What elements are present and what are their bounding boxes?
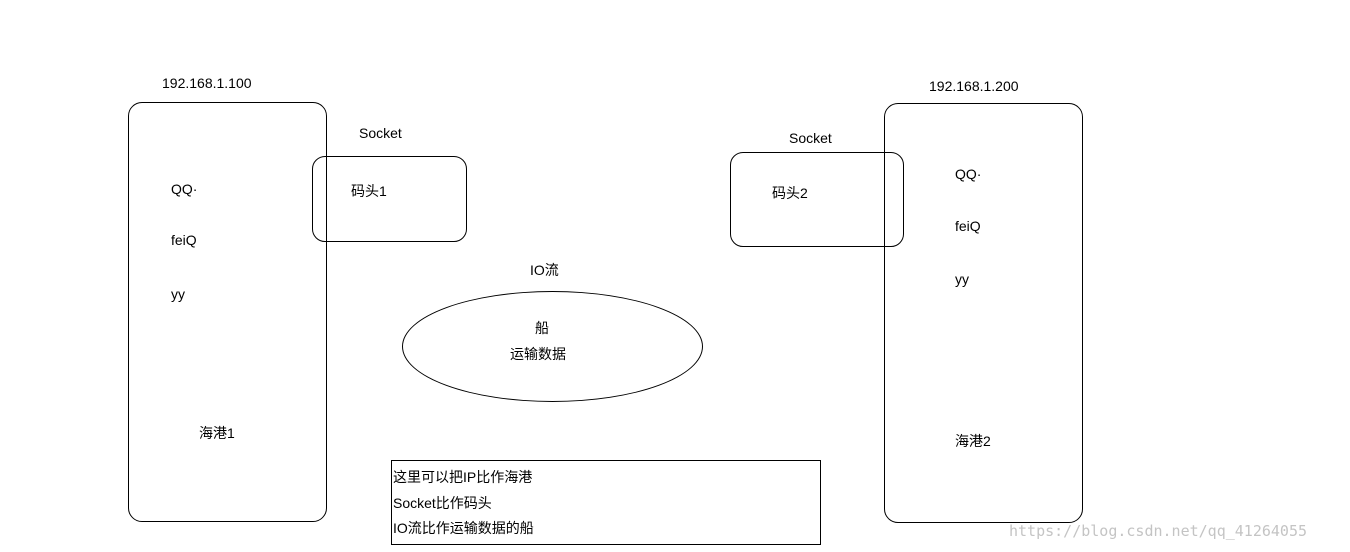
ship-label: 船: [535, 320, 549, 336]
right-port-box: [884, 103, 1083, 523]
right-app-yy: yy: [955, 271, 969, 287]
note-line-socket: Socket比作码头: [393, 495, 492, 511]
right-socket-label: Socket: [789, 130, 832, 146]
left-app-feiq: feiQ: [171, 232, 197, 248]
note-line-io: IO流比作运输数据的船: [393, 520, 534, 536]
io-stream-label: IO流: [530, 262, 559, 278]
ship-ellipse: [402, 291, 703, 402]
left-host-ip: 192.168.1.100: [162, 75, 252, 91]
right-dock-name: 码头2: [772, 185, 808, 201]
left-dock-box: [312, 156, 467, 242]
ship-description: 运输数据: [510, 346, 566, 362]
note-line-ip: 这里可以把IP比作海港: [393, 469, 533, 485]
left-dock-name: 码头1: [351, 183, 387, 199]
watermark-url: https://blog.csdn.net/qq_41264055: [1009, 522, 1308, 540]
right-app-feiq: feiQ: [955, 218, 981, 234]
right-app-qq: QQ·: [955, 166, 982, 182]
left-port-box: [128, 102, 327, 522]
left-app-yy: yy: [171, 286, 185, 302]
left-port-name: 海港1: [199, 425, 235, 441]
right-port-name: 海港2: [955, 433, 991, 449]
left-socket-label: Socket: [359, 125, 402, 141]
left-app-qq: QQ·: [171, 181, 198, 197]
explanation-note: 这里可以把IP比作海港 Socket比作码头 IO流比作运输数据的船: [391, 460, 821, 545]
right-dock-box: [730, 152, 904, 247]
right-host-ip: 192.168.1.200: [929, 78, 1019, 94]
